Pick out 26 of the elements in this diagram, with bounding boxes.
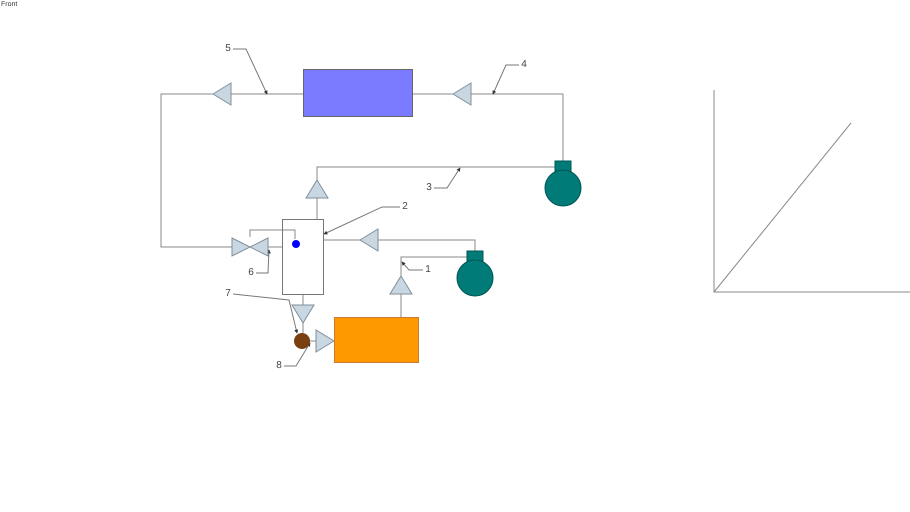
callout-number: 7	[223, 287, 233, 301]
vessel-box	[282, 219, 324, 295]
leader-line	[256, 249, 271, 274]
leader-line	[434, 167, 460, 188]
pipe	[268, 246, 282, 248]
leader-line	[323, 206, 400, 234]
callout-number: 5	[223, 42, 233, 56]
leader-line	[284, 342, 310, 366]
callout-number: 8	[274, 359, 284, 373]
leader-line	[232, 48, 268, 95]
callout-number: 3	[424, 181, 434, 195]
callout-number: 6	[246, 266, 256, 280]
valve	[232, 237, 268, 257]
sensor-dot	[292, 240, 300, 248]
pump	[457, 251, 493, 296]
condenser-box	[303, 69, 413, 117]
sensor-circle	[294, 333, 310, 349]
callout-number: 2	[400, 200, 410, 214]
tank-box	[334, 317, 419, 363]
pump	[545, 161, 581, 206]
leader-line	[402, 262, 424, 270]
leader-line	[492, 64, 520, 95]
pipe	[250, 230, 296, 240]
callout-number: 4	[519, 58, 529, 72]
callout-number: 1	[423, 263, 433, 277]
leader-line	[232, 294, 298, 334]
